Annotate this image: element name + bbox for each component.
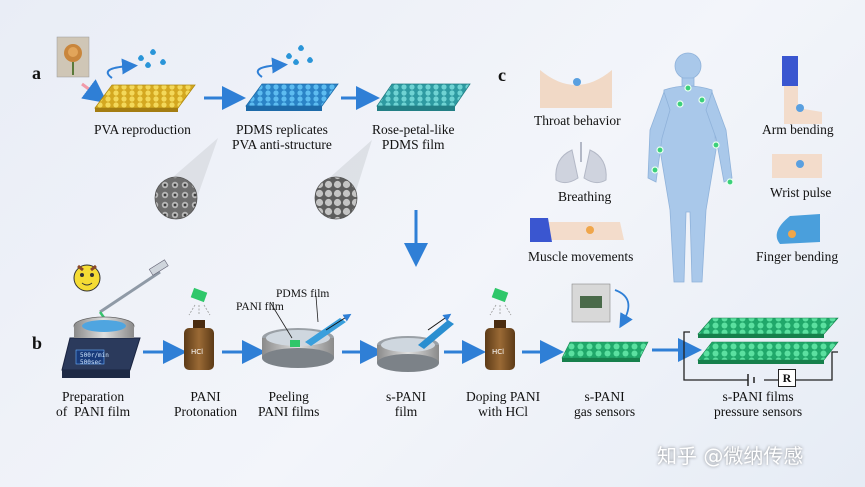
film-label-pdms: PDMS film [276, 288, 330, 300]
rose-photo [56, 36, 90, 78]
step-s-pani-film: s-PANI film [386, 389, 427, 419]
film-label-pani: PANI film [236, 301, 284, 313]
resistor-label: R [778, 369, 796, 387]
s-pani-dish [377, 313, 454, 372]
finger-bending-photo [776, 214, 820, 244]
lightbulb-icon [73, 264, 101, 292]
app-wrist-pulse: Wrist pulse [770, 185, 832, 200]
panel-label-b: b [32, 333, 43, 353]
rose-arrow [81, 79, 108, 104]
pdms-replica-edge [246, 106, 322, 111]
arm-bending-photo [782, 56, 822, 124]
human-body-figure [647, 52, 733, 283]
pipette-icon [98, 259, 169, 327]
step-doping-pani: Doping PANI with HCl [466, 389, 541, 419]
pva-substrate [94, 84, 196, 109]
step-pani-protonation: PANI Protonation [174, 389, 237, 419]
panel-label-c: c [498, 65, 506, 85]
hcl-bottle-1 [184, 287, 214, 370]
hcl-label-2: HCl [492, 348, 505, 356]
step-rose-petal-film: Rose-petal-like PDMS film [372, 122, 455, 152]
step-gas-sensors: s-PANI gas sensors [574, 389, 636, 419]
water-drops-icon-2 [286, 45, 313, 65]
rose-petal-pdms-film [376, 83, 471, 107]
step-preparation-pani: Preparation of PANI film [56, 389, 131, 419]
app-breathing: Breathing [558, 189, 612, 204]
hcl-label-1: HCl [191, 348, 204, 356]
step-pdms-replicates: PDMS replicates PVA anti-structure [232, 122, 332, 152]
rotate-arrow-icon [106, 58, 138, 79]
pva-substrate-edge [95, 108, 178, 112]
pressure-sensor [683, 317, 839, 386]
water-drops-icon [138, 49, 166, 68]
throat-photo [540, 70, 612, 108]
pdms-replica [245, 83, 339, 107]
step-peeling-pani: Peeling PANI films [258, 389, 320, 419]
hcl-bottle-2 [485, 287, 515, 370]
step-pressure-sensors: s-PANI films pressure sensors [714, 389, 803, 419]
spin-coater [61, 316, 141, 378]
app-finger-bending: Finger bending [756, 249, 839, 264]
peeling-dish [262, 295, 352, 368]
rose-petal-pdms-film-edge [377, 106, 455, 111]
pdms-film-strip [305, 318, 346, 346]
sem-image-pdms [314, 176, 358, 220]
panel-label-a: a [32, 63, 41, 83]
app-throat-behavior: Throat behavior [534, 113, 621, 128]
step-pva-reproduction: PVA reproduction [94, 122, 191, 137]
gas-sensor [561, 283, 649, 362]
wrist-pulse-photo [772, 154, 822, 178]
app-muscle-movements: Muscle movements [528, 249, 634, 264]
rotate-arrow-icon-2 [256, 57, 288, 78]
sensor-points [651, 84, 734, 186]
watermark: 知乎 @微纳传感 [657, 444, 804, 468]
muscle-arm-photo [530, 218, 624, 242]
app-arm-bending: Arm bending [762, 122, 834, 137]
sem-image-pva [154, 176, 198, 220]
lungs-icon [555, 142, 607, 184]
spin-coater-display: 500r/min 500sec [80, 352, 109, 366]
